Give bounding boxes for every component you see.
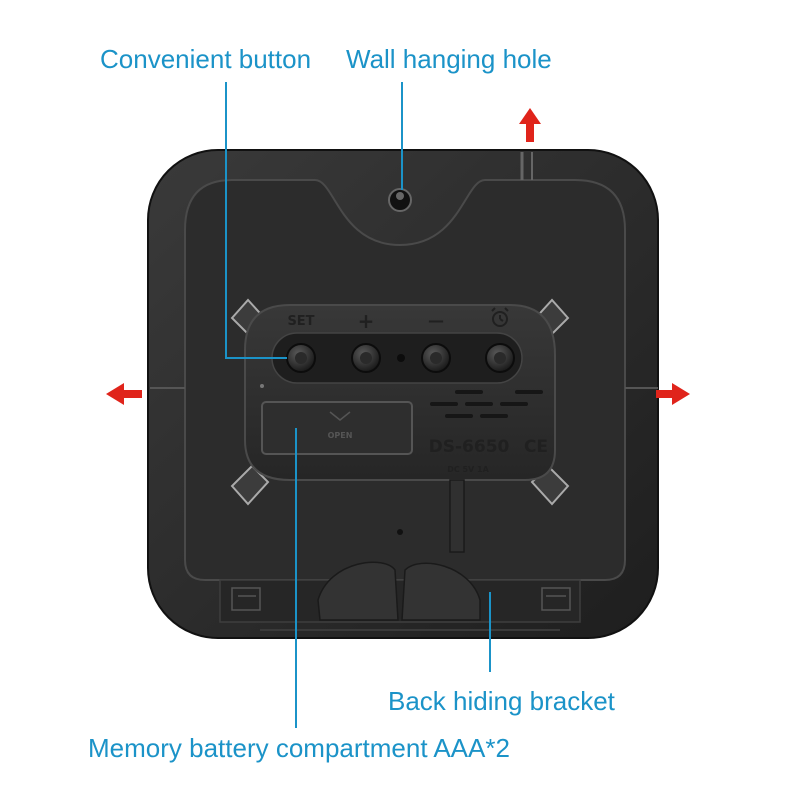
arrow-left-icon	[106, 383, 142, 405]
plus-button[interactable]	[351, 343, 381, 373]
battery-compartment-callout: Memory battery compartment AAA*2	[88, 733, 510, 763]
open-label: OPEN	[328, 431, 353, 440]
convenient-button-callout: Convenient button	[100, 44, 312, 74]
stand-stem	[449, 479, 465, 553]
wall-hanging-hole-callout: Wall hanging hole	[346, 44, 552, 74]
arrow-right-icon	[656, 383, 690, 405]
speaker-grille	[430, 390, 543, 418]
minus-label: —	[428, 311, 444, 330]
reset-pinhole	[397, 354, 405, 362]
battery-compartment[interactable]: OPEN	[261, 401, 413, 455]
back-hiding-bracket[interactable]	[219, 561, 581, 631]
alarm-icon	[491, 307, 509, 327]
plus-label: +	[358, 309, 375, 333]
wall-hanging-hole	[388, 188, 412, 212]
model-number: DS-6650	[429, 437, 510, 457]
minus-button[interactable]	[421, 343, 451, 373]
set-label: SET	[287, 314, 314, 329]
back-hiding-bracket-callout: Back hiding bracket	[388, 686, 615, 716]
arrow-up-icon	[519, 108, 541, 142]
set-button[interactable]	[286, 343, 316, 373]
alarm-button[interactable]	[485, 343, 515, 373]
convenient-button-leader	[225, 82, 287, 359]
power-rating: DC 5V 1A	[447, 465, 489, 474]
ce-mark: CE	[524, 437, 548, 457]
